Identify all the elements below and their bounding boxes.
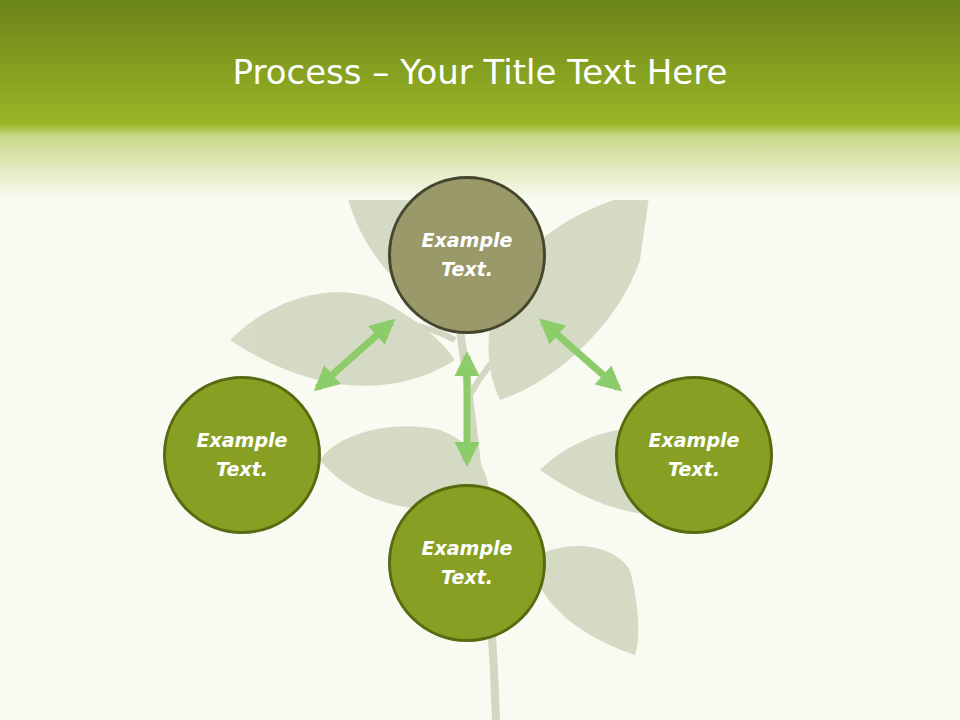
node-text: Example Text. (187, 426, 297, 484)
double-arrow (464, 356, 471, 462)
double-arrow (543, 322, 618, 388)
process-circle: Example Text. (615, 376, 773, 534)
slide-title: Process – Your Title Text Here (0, 52, 960, 92)
process-circle: Example Text. (388, 176, 546, 334)
node-text: Example Text. (639, 426, 749, 484)
double-arrow (317, 322, 391, 388)
process-circle: Example Text. (388, 484, 546, 642)
node-text: Example Text. (412, 534, 522, 592)
header-band (0, 0, 960, 200)
process-circle: Example Text. (163, 376, 321, 534)
node-text: Example Text. (412, 226, 522, 284)
